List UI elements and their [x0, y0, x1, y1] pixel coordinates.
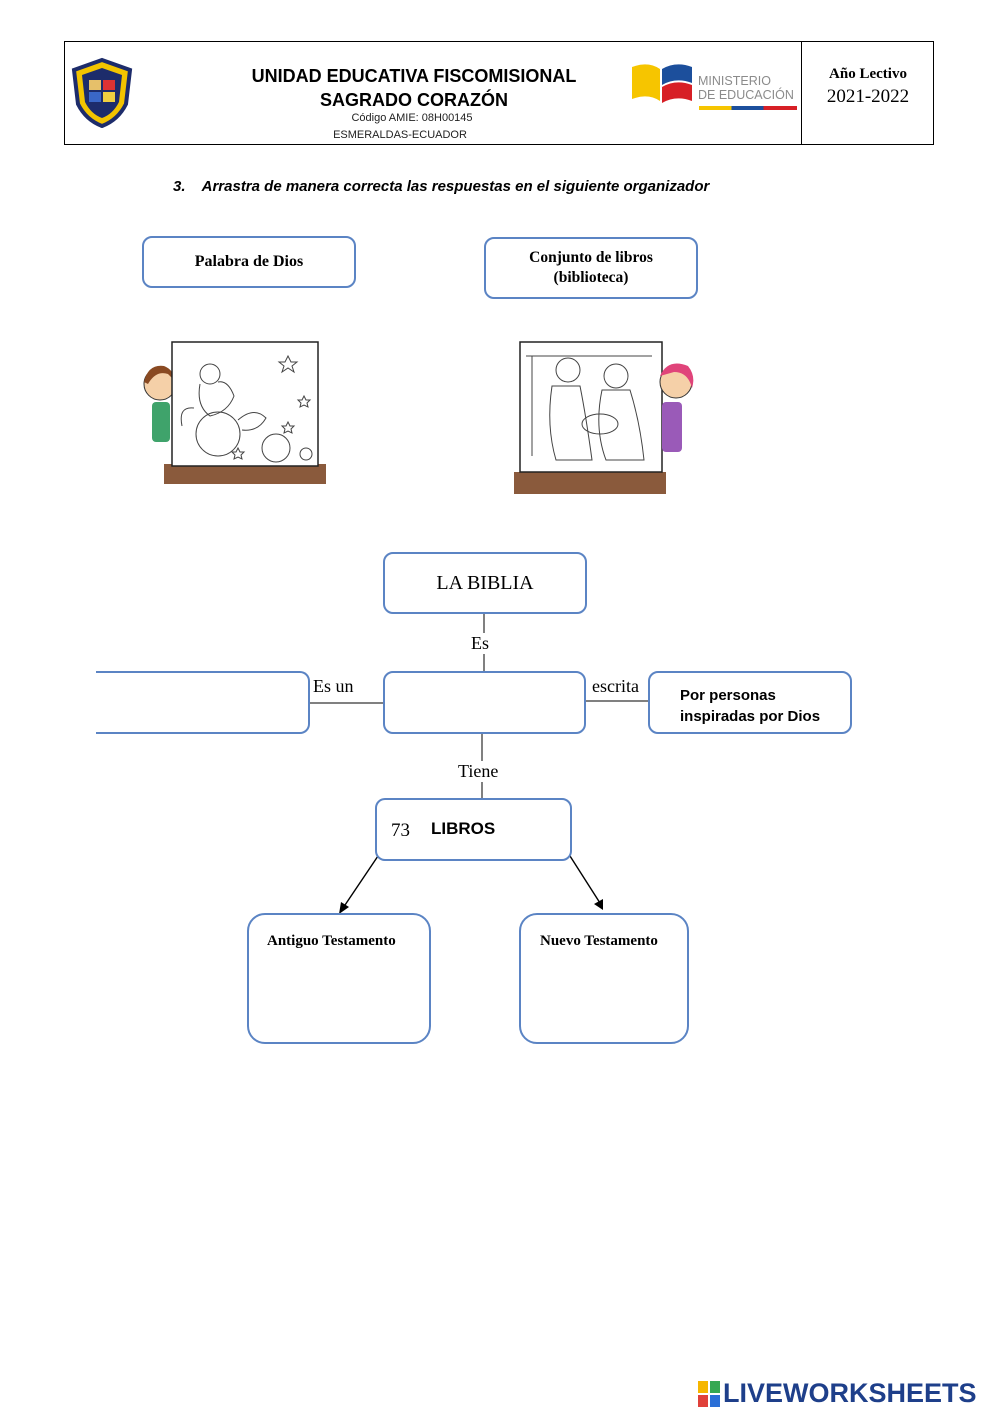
ministry-line2: DE EDUCACIÓN — [698, 88, 794, 102]
node-73-number: 73 — [391, 820, 410, 841]
liveworksheets-logo: LIVEWORKSHEETS — [698, 1378, 977, 1409]
answer-conjunto-de-libros[interactable]: Conjunto de libros (biblioteca) — [484, 237, 698, 299]
ministry-color-bar — [699, 106, 797, 110]
liveworksheets-brand: LIVEWORKSHEETS — [723, 1378, 977, 1408]
node-personas-line2: inspiradas por Dios — [680, 708, 821, 725]
drop-zone-center[interactable] — [383, 671, 586, 734]
answer-palabra-de-dios-label: Palabra de Dios — [194, 253, 304, 270]
link-es-un: Es un — [313, 676, 354, 697]
school-year-value: 2021-2022 — [826, 86, 910, 107]
school-location: ESMERALDAS-ECUADOR — [333, 129, 467, 141]
instruction-text: 3. Arrastra de manera correcta las respu… — [173, 178, 710, 195]
answer-palabra-de-dios[interactable]: Palabra de Dios — [142, 236, 356, 288]
ministry-line1: MINISTERIO — [698, 74, 771, 88]
liveworksheets-logo-icon — [698, 1380, 720, 1407]
illustration-god-creation — [143, 341, 326, 484]
node-nuevo-label: Nuevo Testamento — [540, 933, 658, 949]
school-year-label: Año Lectivo — [829, 66, 907, 82]
link-es: Es — [471, 633, 489, 654]
school-shield-icon — [71, 57, 133, 128]
node-nuevo-testamento[interactable]: Nuevo Testamento — [519, 913, 689, 1044]
header-divider — [801, 41, 802, 145]
school-name-line1: UNIDAD EDUCATIVA FISCOMISIONAL — [251, 66, 577, 86]
drop-zone-es-un[interactable] — [96, 671, 310, 734]
answer-conjunto-line2: (biblioteca) — [553, 269, 629, 286]
ministry-name: MINISTERIO DE EDUCACIÓN — [698, 74, 794, 102]
answer-conjunto-line1: Conjunto de libros — [529, 249, 653, 266]
link-tiene: Tiene — [458, 761, 499, 782]
node-personas-line1: Por personas — [680, 687, 776, 704]
node-la-biblia: LA BIBLIA — [383, 552, 587, 614]
node-antiguo-label: Antiguo Testamento — [267, 933, 396, 949]
ministry-flag-icon — [632, 64, 692, 103]
node-la-biblia-label: LA BIBLIA — [436, 571, 534, 594]
link-escrita: escrita — [592, 676, 639, 697]
node-73-libros: 73 LIBROS — [375, 798, 572, 861]
header-frame — [64, 41, 934, 145]
node-personas-inspiradas: Por personas inspiradas por Dios — [648, 671, 852, 734]
node-antiguo-testamento[interactable]: Antiguo Testamento — [247, 913, 431, 1044]
school-name-line2: SAGRADO CORAZÓN — [320, 90, 508, 110]
node-libros-label: LIBROS — [431, 819, 496, 838]
illustration-holy-family — [514, 341, 694, 494]
amie-code: Código AMIE: 08H00145 — [351, 112, 473, 124]
